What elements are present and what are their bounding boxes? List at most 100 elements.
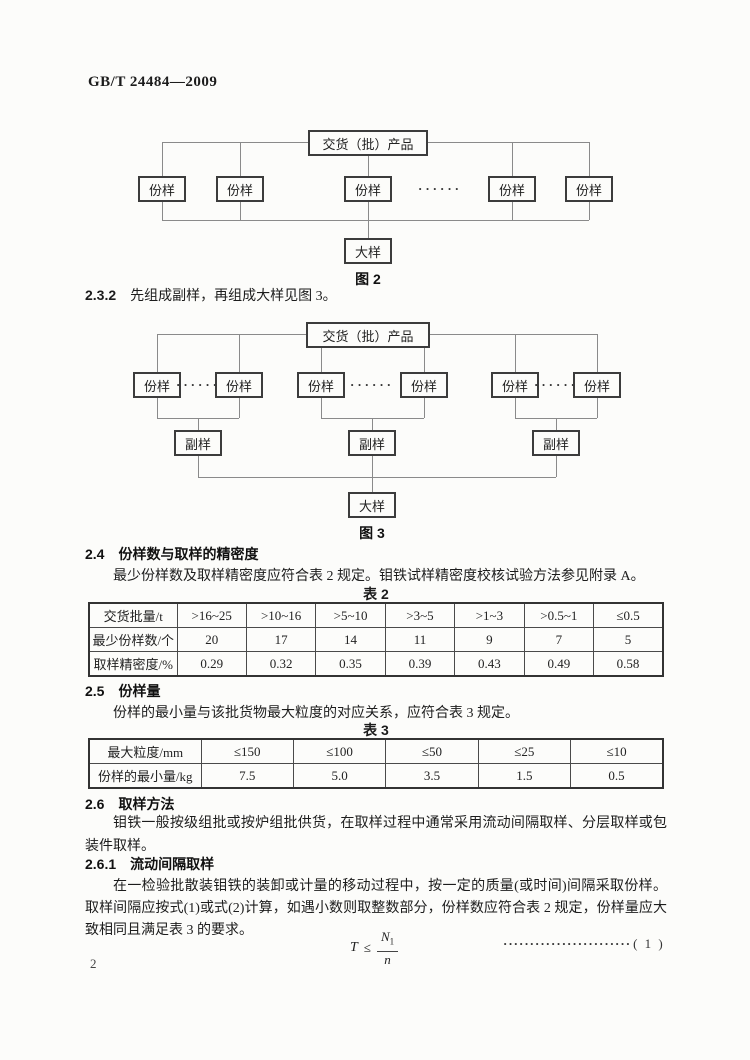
clause-title: 流动间隔取样: [130, 856, 215, 872]
table3-cell: ≤25: [477, 738, 572, 764]
table-2: 交货批量/t >16~25 >10~16 >5~10 >3~5 >1~3 >0.…: [88, 602, 664, 677]
table3-cell: 7.5: [200, 763, 294, 789]
connector-line: [589, 142, 590, 176]
fig3-ellipsis: ······: [175, 377, 220, 392]
table2-cell: 11: [384, 627, 456, 652]
clause-2-6-1-paragraph: 在一检验批散装钼铁的装卸或计量的移动过程中，按一定的质量(或时间)间隔采取份样。…: [85, 879, 667, 938]
clause-title: 份样量: [118, 683, 161, 699]
formula-1: T ≤ N1 n: [350, 929, 399, 967]
clause-number: 2.3.2: [85, 287, 117, 303]
connector-line: [368, 202, 369, 220]
fig3-increment-box: 份样: [297, 372, 345, 398]
connector-line: [198, 456, 199, 477]
connector-line: [162, 220, 589, 221]
connector-line: [368, 156, 369, 176]
connector-line: [424, 348, 425, 372]
table2-cell: 0.39: [384, 651, 456, 677]
fig3-subsample-box: 副样: [532, 430, 580, 456]
connector-line: [240, 142, 241, 176]
formula-number: ( 1 ): [633, 936, 665, 951]
table2-cell: >1~3: [454, 602, 525, 628]
connector-line: [198, 418, 199, 430]
fig2-increment-box: 份样: [138, 176, 186, 202]
fraction-numerator: N1: [376, 929, 399, 952]
table3-cell: 5.0: [292, 763, 387, 789]
clause-2-4-heading: 2.4 份样数与取样的精密度: [85, 544, 667, 564]
connector-line: [515, 398, 516, 418]
clause-title: 份样数与取样的精密度: [118, 546, 259, 562]
table3-cell: 1.5: [477, 763, 572, 789]
table3-cell: ≤150: [200, 738, 294, 764]
table2-header-cell: 取样精密度/%: [88, 651, 178, 677]
connector-line: [515, 334, 516, 372]
fig3-increment-box: 份样: [133, 372, 181, 398]
figure-3: 交货（批）产品 份样 ······ 份样 份样 ······ 份样 份样 ···…: [85, 318, 665, 548]
clause-2-5-paragraph: 份样的最小量与该批货物最大粒度的对应关系，应符合表 3 规定。: [113, 706, 519, 721]
table-row: 份样的最小量/kg 7.5 5.0 3.5 1.5 0.5: [88, 763, 664, 789]
clause-2-6-1-heading: 2.6.1 流动间隔取样: [85, 854, 667, 874]
table3-cell: ≤100: [292, 738, 387, 764]
connector-line: [239, 398, 240, 418]
table2-header-cell: 交货批量/t: [88, 602, 178, 628]
table2-cell: 0.29: [176, 651, 247, 677]
clause-number: 2.6: [85, 796, 105, 812]
clause-title: 取样方法: [118, 796, 175, 812]
leq-symbol: ≤: [363, 939, 371, 955]
figure-2: 交货（批）产品 份样 份样 份样 ······ 份样 份样 大样 图 2: [85, 128, 665, 288]
table3-cell: ≤10: [570, 738, 664, 764]
table-row: 最少份样数/个 20 17 14 11 9 7 5: [88, 627, 664, 652]
table-3: 最大粒度/mm ≤150 ≤100 ≤50 ≤25 ≤10 份样的最小量/kg …: [88, 738, 664, 789]
connector-line: [589, 202, 590, 220]
page-number: 2: [90, 956, 97, 971]
fig3-lot-product-box: 交货（批）产品: [306, 322, 430, 348]
connector-line: [372, 477, 373, 492]
table-2-caption: 表 2: [363, 586, 389, 602]
table-row: 交货批量/t >16~25 >10~16 >5~10 >3~5 >1~3 >0.…: [88, 602, 664, 628]
connector-line: [157, 398, 158, 418]
clause-text: 先组成副样，再组成大样见图 3。: [130, 289, 337, 304]
table2-cell: 0.49: [523, 651, 595, 677]
clause-number: 2.5: [85, 683, 105, 699]
connector-line: [157, 334, 158, 372]
clause-2-5-heading: 2.5 份样量: [85, 681, 667, 701]
numerator-subscript: 1: [389, 936, 395, 947]
fig2-increment-box: 份样: [565, 176, 613, 202]
standard-number: GB/T 24484—2009: [88, 74, 218, 90]
table3-header-cell: 最大粒度/mm: [88, 738, 202, 764]
table2-cell: >5~10: [315, 602, 386, 628]
table3-header-cell: 份样的最小量/kg: [88, 763, 202, 789]
fig3-subsample-box: 副样: [174, 430, 222, 456]
table3-cell: 3.5: [385, 763, 479, 789]
table-row: 取样精密度/% 0.29 0.32 0.35 0.39 0.43 0.49 0.…: [88, 651, 664, 677]
connector-line: [424, 398, 425, 418]
connector-line: [512, 202, 513, 220]
clause-number: 2.6.1: [85, 856, 117, 872]
fig3-increment-box: 份样: [215, 372, 263, 398]
connector-line: [321, 398, 322, 418]
table2-cell: >0.5~1: [523, 602, 595, 628]
connector-line: [157, 334, 306, 335]
connector-line: [372, 418, 373, 430]
figure-3-caption: 图 3: [359, 525, 385, 541]
clause-2-6-heading: 2.6 取样方法: [85, 794, 667, 814]
table2-cell: 20: [176, 627, 247, 652]
connector-line: [162, 142, 163, 176]
connector-line: [597, 398, 598, 418]
table3-cell: ≤50: [385, 738, 479, 764]
fig3-ellipsis: ······: [349, 377, 394, 392]
clause-number: 2.4: [85, 546, 105, 562]
formula-lhs: T: [350, 939, 358, 955]
fig3-subsample-box: 副样: [348, 430, 396, 456]
table2-cell: 14: [315, 627, 386, 652]
clause-2-6-paragraph: 钼铁一般按级组批或按炉组批供货，在取样过程中通常采用流动间隔取样、分层取样或包装…: [85, 816, 667, 854]
formula-leader: ························( 1 ): [503, 936, 665, 952]
fig2-ellipsis: ······: [417, 181, 462, 196]
table2-cell: 7: [523, 627, 595, 652]
fig3-increment-box: 份样: [400, 372, 448, 398]
fig3-ellipsis: ······: [533, 377, 578, 392]
fig2-increment-box: 份样: [216, 176, 264, 202]
table2-cell: 17: [245, 627, 317, 652]
fig3-increment-box: 份样: [573, 372, 621, 398]
table3-cell: 0.5: [570, 763, 664, 789]
table2-cell: >16~25: [176, 602, 247, 628]
